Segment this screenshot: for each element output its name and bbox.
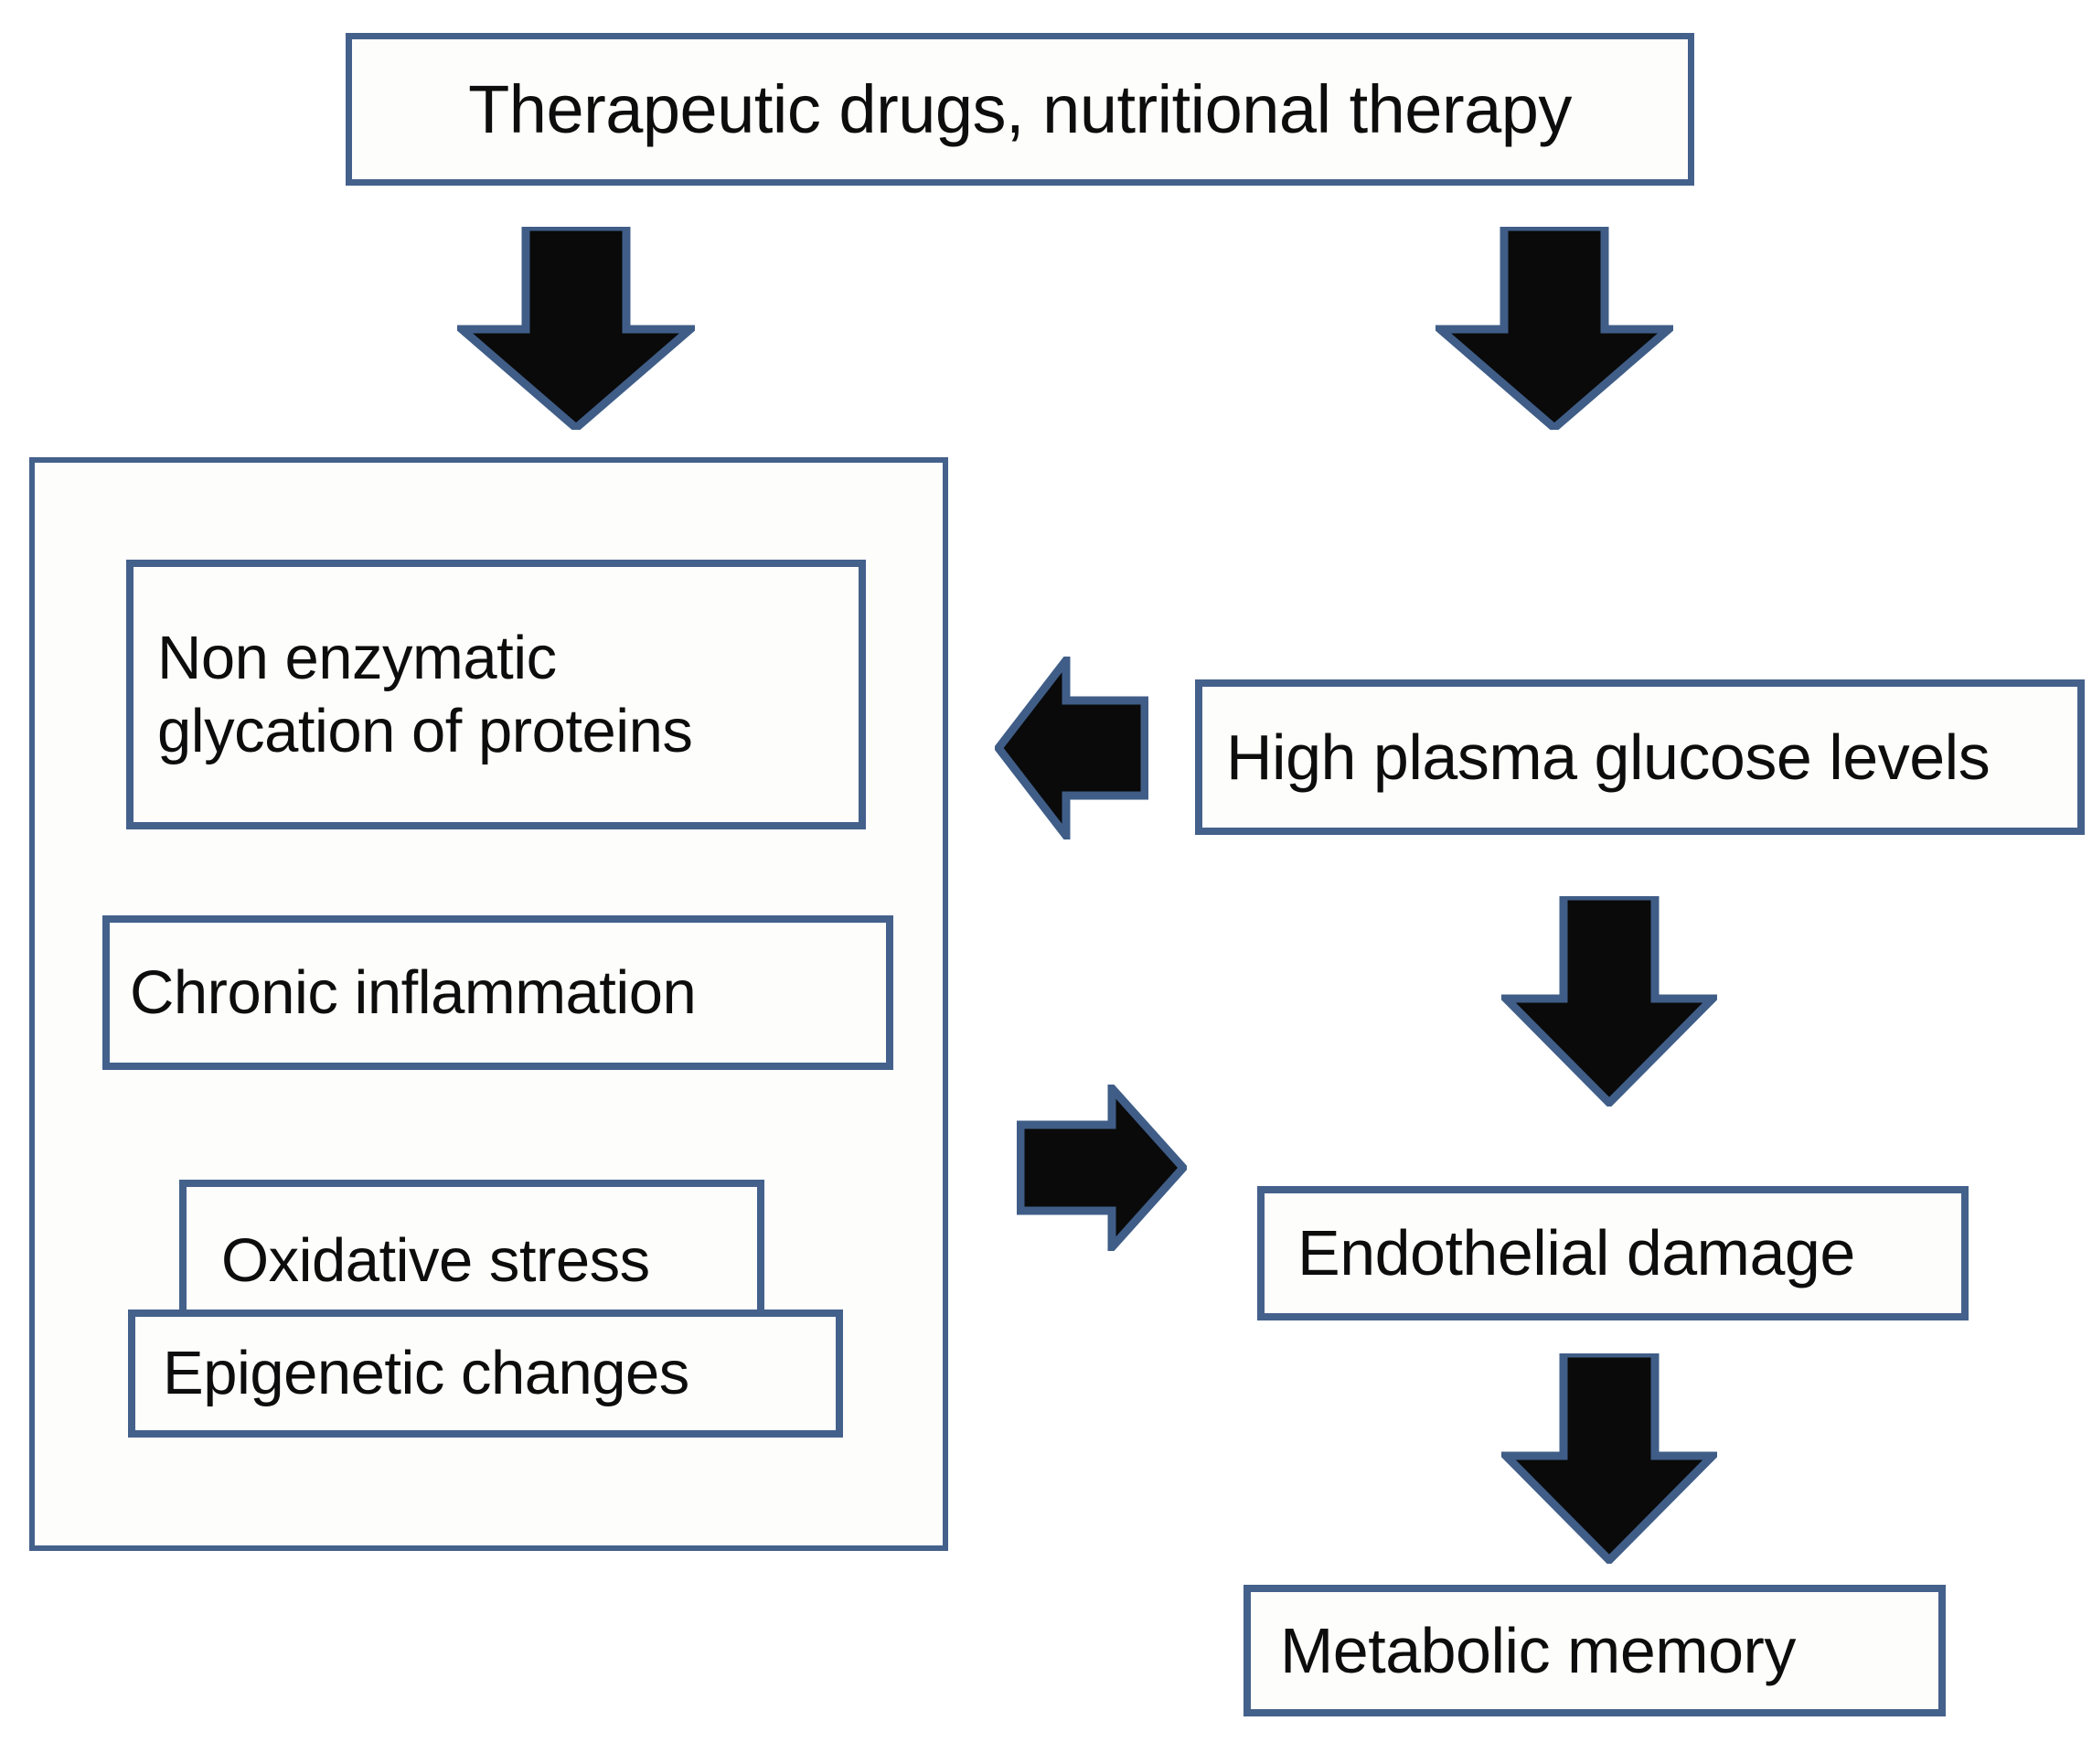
- node-non-enzymatic-glycation-of-proteins: Non enzymatic glycation of proteins: [126, 560, 866, 829]
- node-therapeutic-drugs-nutritional-therapy: Therapeutic drugs, nutritional therapy: [346, 33, 1694, 186]
- node-chronic-inflammation: Chronic inflammation: [102, 915, 893, 1070]
- node-epigenetic-changes: Epigenetic changes: [128, 1310, 843, 1438]
- arrow-down-therapy-to-glucose: [1436, 227, 1673, 430]
- node-endothelial-damage: Endothelial damage: [1257, 1186, 1969, 1320]
- arrow-down-glucose-to-endothelial: [1501, 896, 1717, 1107]
- node-metabolic-memory: Metabolic memory: [1243, 1585, 1946, 1716]
- arrow-right-mechanisms-to-endothelial: [1017, 1085, 1187, 1251]
- arrow-down-therapy-to-mechanisms: [457, 227, 695, 430]
- arrow-down-endothelial-to-memory: [1501, 1353, 1717, 1564]
- node-high-plasma-glucose-levels: High plasma glucose levels: [1195, 679, 2085, 835]
- arrow-left-glucose-to-mechanisms: [995, 657, 1148, 839]
